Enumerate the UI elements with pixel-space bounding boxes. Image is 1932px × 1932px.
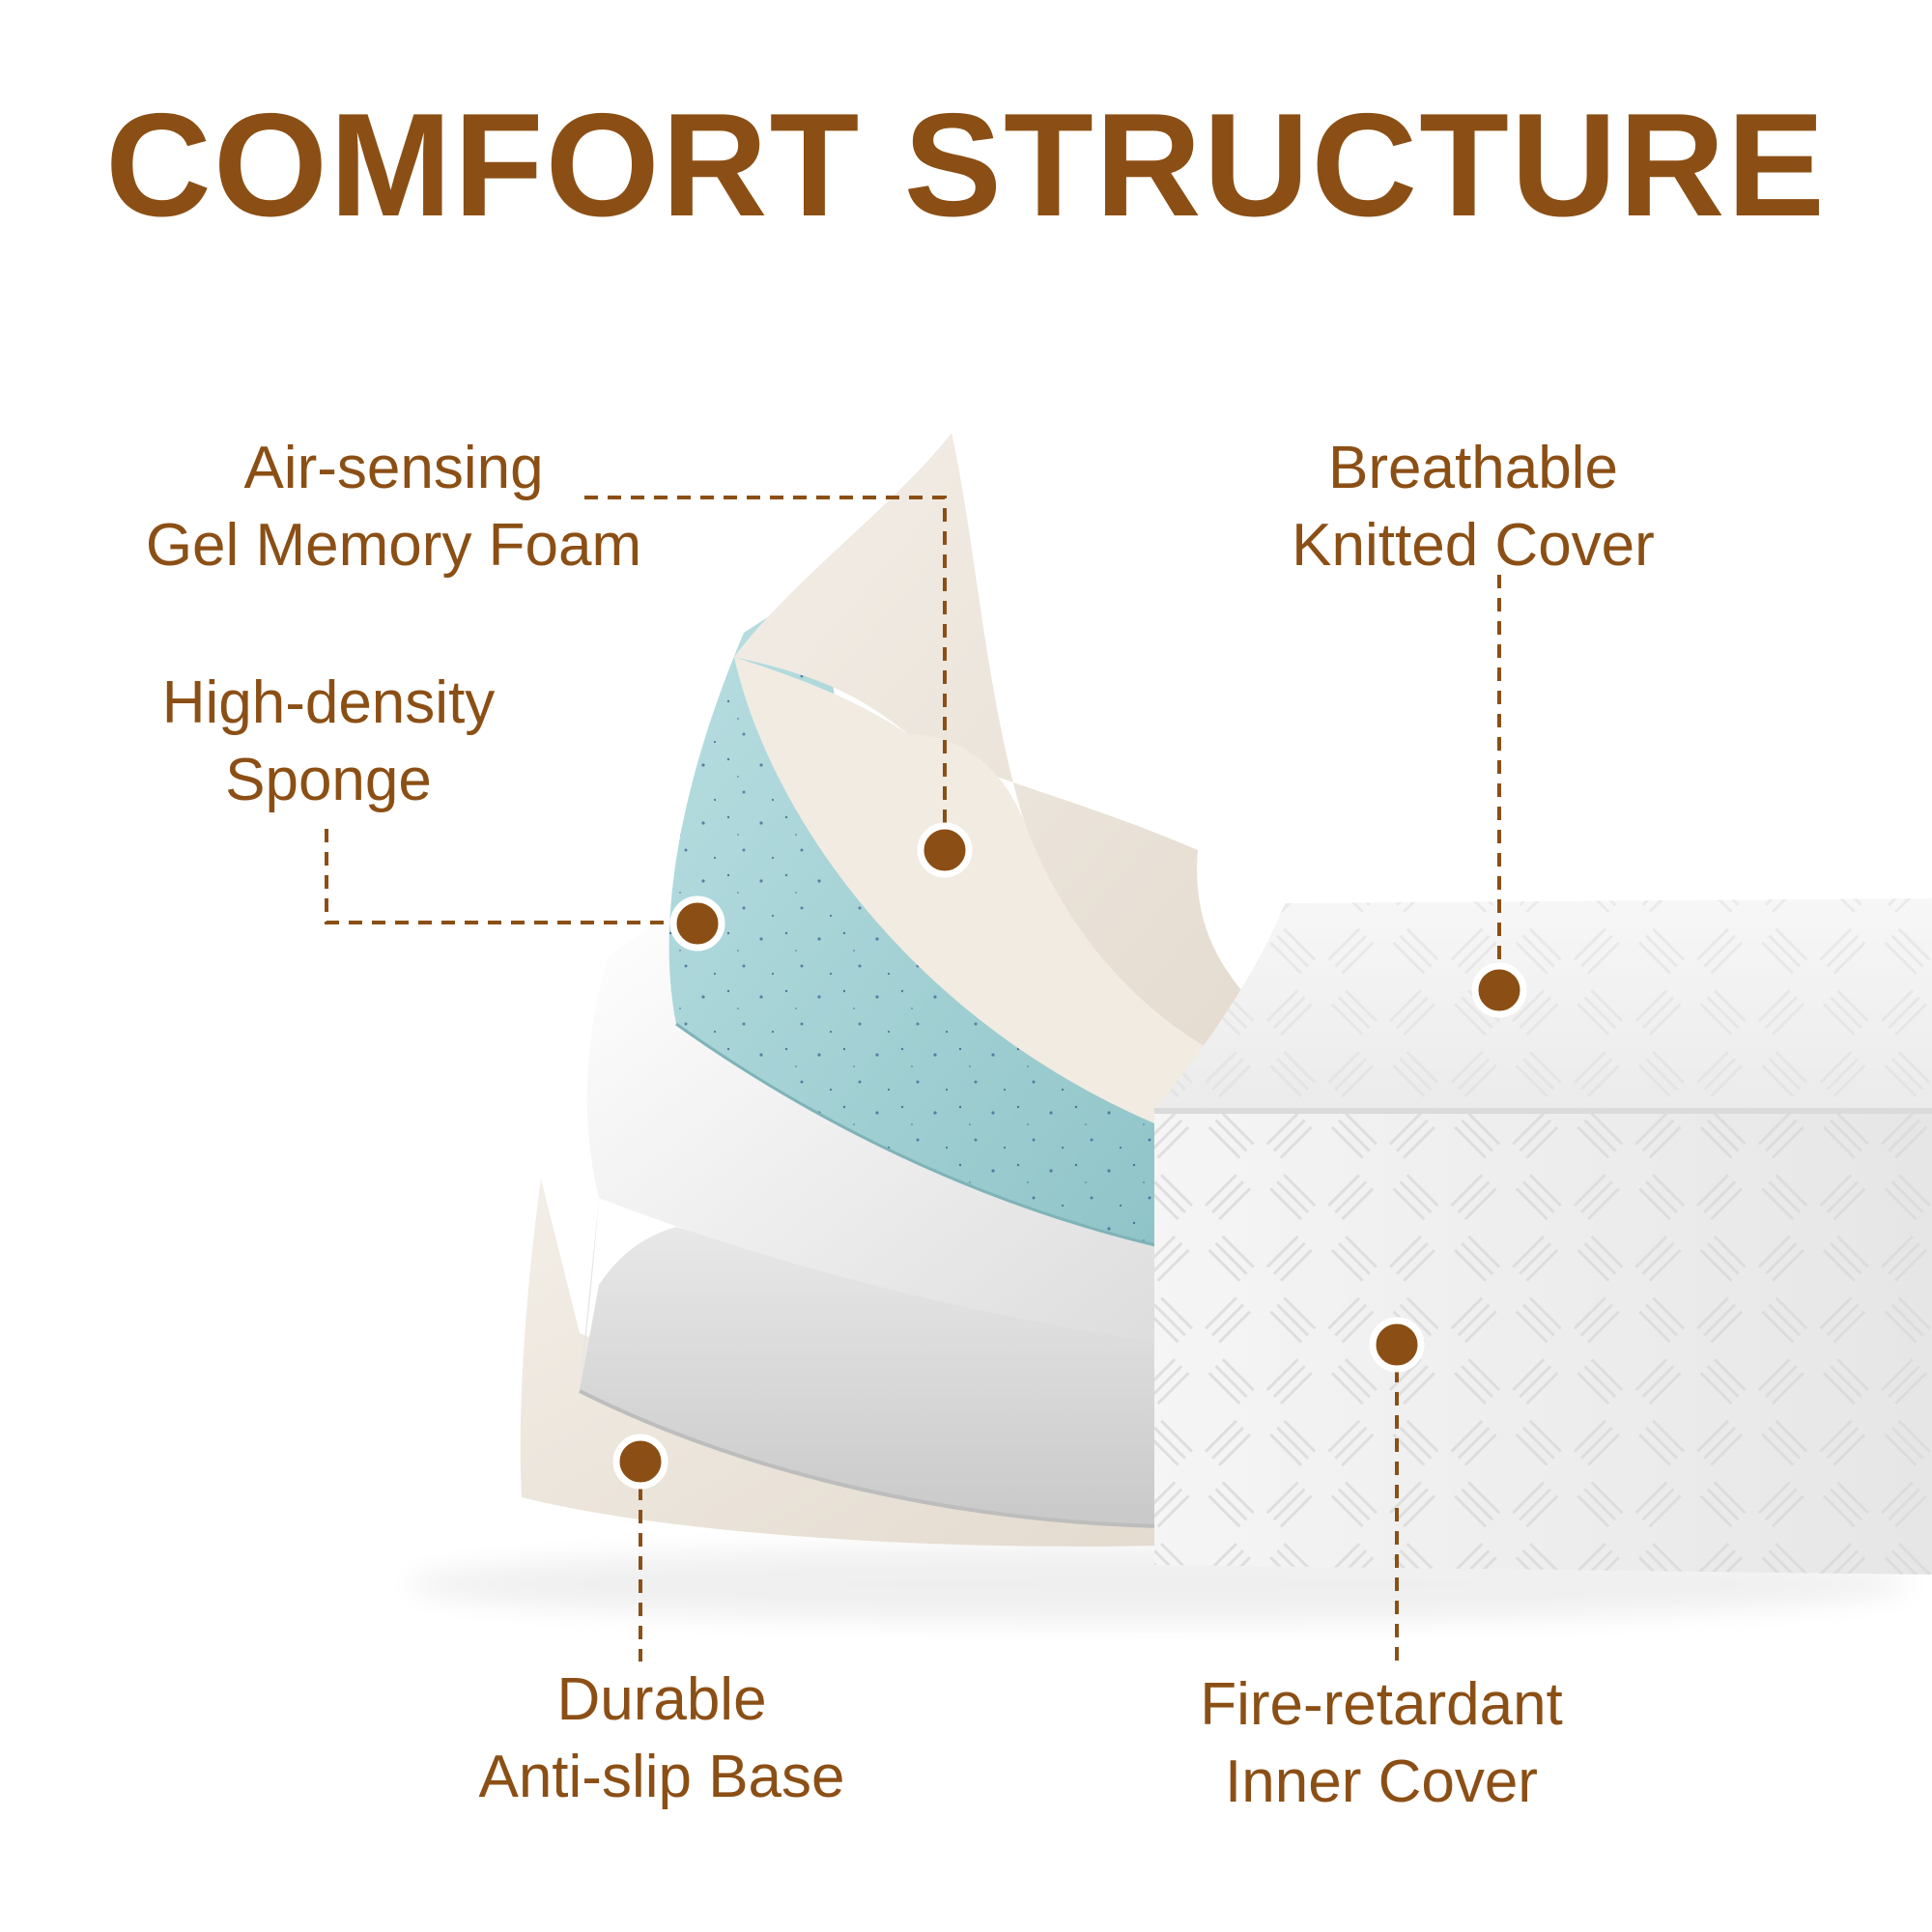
callout-knitted-cover-line1: Breathable bbox=[1328, 435, 1618, 501]
callout-sponge-line1: High-density bbox=[161, 669, 496, 736]
callout-base-line1: Durable bbox=[556, 1666, 767, 1733]
mattress-front-pattern bbox=[1154, 1111, 1932, 1575]
marker-knitted-cover bbox=[1471, 962, 1527, 1018]
page-title: COMFORT STRUCTURE bbox=[105, 83, 1827, 247]
marker-gel-foam bbox=[917, 822, 973, 878]
callout-base: Durable Anti-slip Base bbox=[449, 1662, 874, 1816]
leader-gel-foam bbox=[584, 496, 947, 850]
peeling-sheet-underside bbox=[734, 657, 1256, 1159]
callout-inner-cover: Fire-retardant Inner Cover bbox=[1159, 1666, 1604, 1821]
peeling-cover-sheet bbox=[734, 433, 1275, 1072]
callout-knitted-cover-line2: Knitted Cover bbox=[1292, 512, 1655, 579]
callout-gel-foam: Air-sensing Gel Memory Foam bbox=[97, 430, 691, 584]
marker-dots bbox=[612, 822, 1527, 1490]
gel-foam-top-edge bbox=[675, 1022, 1160, 1248]
leader-sponge bbox=[325, 829, 696, 924]
marker-base bbox=[612, 1434, 668, 1490]
base-layer-edge bbox=[579, 1389, 1160, 1528]
leader-lines bbox=[325, 496, 1501, 1662]
callout-knitted-cover: Breathable Knitted Cover bbox=[1251, 430, 1695, 584]
callout-gel-foam-line1: Air-sensing bbox=[243, 435, 544, 501]
callout-base-line2: Anti-slip Base bbox=[478, 1744, 845, 1810]
callout-inner-cover-line2: Inner Cover bbox=[1225, 1748, 1538, 1815]
callout-sponge-line2: Sponge bbox=[225, 747, 432, 813]
callout-gel-foam-line2: Gel Memory Foam bbox=[145, 512, 642, 579]
sponge-side bbox=[580, 1198, 599, 1391]
marker-sponge bbox=[669, 895, 725, 952]
callout-inner-cover-line1: Fire-retardant bbox=[1200, 1671, 1563, 1738]
marker-inner-cover bbox=[1369, 1317, 1425, 1373]
base-layer bbox=[580, 1227, 1159, 1526]
mattress-top-pattern bbox=[1154, 898, 1932, 1111]
callout-sponge: High-density Sponge bbox=[126, 665, 531, 819]
